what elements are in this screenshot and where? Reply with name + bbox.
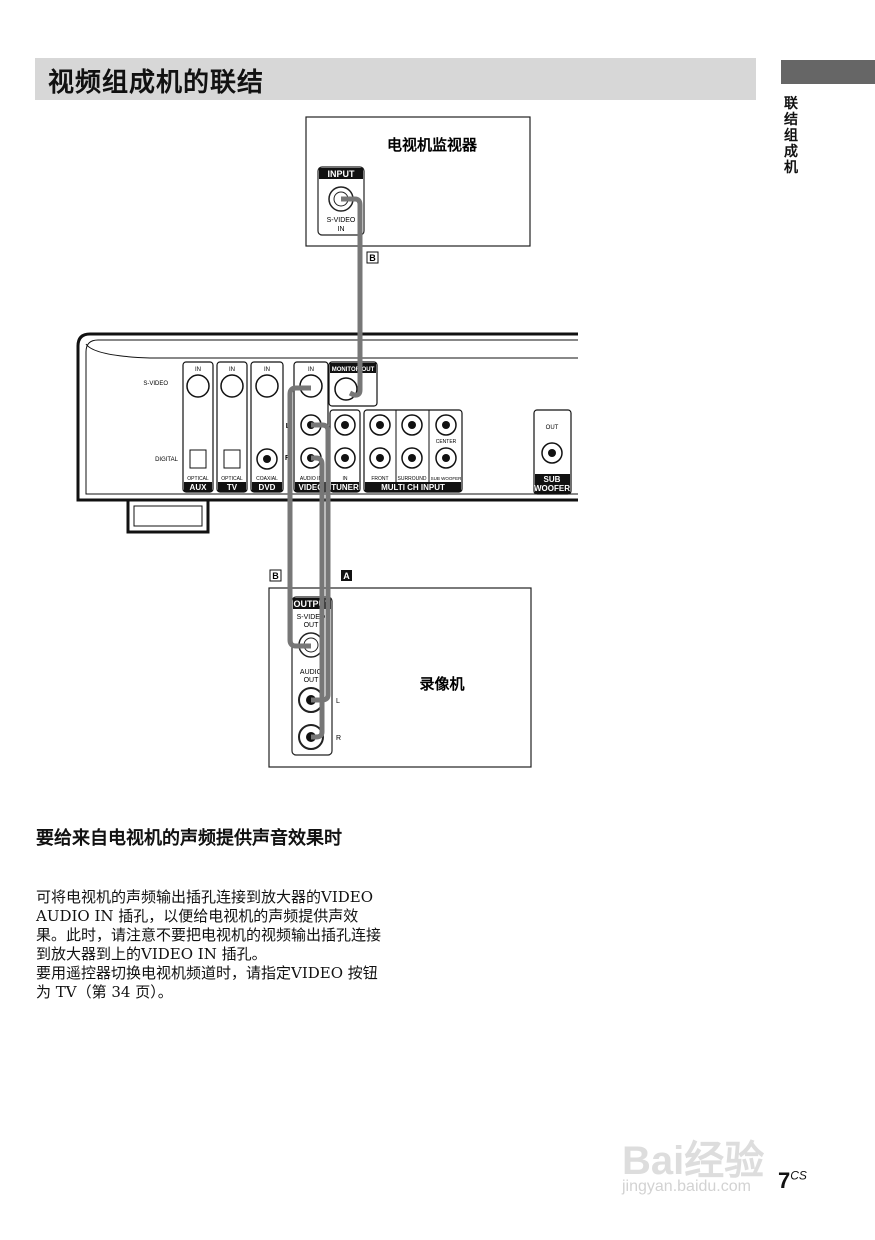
amplifier-inner-line xyxy=(85,339,578,495)
cable-a-box xyxy=(341,570,352,581)
aux-svideo-jack xyxy=(186,374,210,398)
amplifier-foot xyxy=(126,498,210,534)
cable-a: A xyxy=(343,571,350,581)
dvd-badge: DVD xyxy=(259,483,276,492)
front-label: FRONT xyxy=(371,476,388,482)
video-audio-in-label: AUDIO IN xyxy=(300,476,323,482)
sub-woofer-panel: OUT SUB WOOFER xyxy=(533,409,572,495)
cable-a-right xyxy=(311,455,325,740)
body-paragraph-1: 可将电视机的声频输出插孔连接到放大器的VIDEO AUDIO IN 插孔，以便给… xyxy=(36,888,382,963)
tuner-panel: IN TUNER xyxy=(329,409,361,493)
cable-b-bottom: B xyxy=(272,571,279,581)
cable-b-tv-monitor xyxy=(341,196,363,398)
multi-ch-badge: MULTI CH INPUT xyxy=(381,483,445,492)
amplifier-top-curve xyxy=(85,343,578,359)
page-number: 7CS xyxy=(778,1168,807,1194)
section-title: 视频组成机的联结 xyxy=(48,68,265,98)
amp-digital-label: DIGITAL xyxy=(155,457,179,463)
vcr-title: 录像机 xyxy=(419,675,464,693)
vcr-audio-label: AUDIO xyxy=(300,669,323,676)
sub-out-label: OUT xyxy=(546,425,559,431)
cable-b-top: B xyxy=(369,253,376,263)
vcr-output-badge: OUTPUT xyxy=(294,599,332,609)
vcr-l-label: L xyxy=(336,698,340,705)
cable-b-top-box xyxy=(366,251,379,264)
vcr-r-label: R xyxy=(336,735,341,742)
aux-optical-jack xyxy=(189,449,207,469)
tuner-badge: TUNER xyxy=(331,483,359,492)
tv-panel: IN OPTICAL TV xyxy=(216,361,248,493)
cable-b-bottom-box xyxy=(269,569,282,582)
video-in-label: IN xyxy=(308,367,314,373)
tv-in-label: IN xyxy=(338,226,345,233)
amplifier-foot-inner xyxy=(133,505,203,527)
side-tab xyxy=(781,60,875,84)
aux-optical-label: OPTICAL xyxy=(187,476,209,482)
aux-badge: AUX xyxy=(190,483,208,492)
cable-b-vcr-video xyxy=(287,385,311,649)
body-paragraph-2: 要用遥控器切换电视机频道时，请指定VIDEO 按钮为 TV（第 34 页）。 xyxy=(36,964,378,1001)
connection-diagram: 电视机监视器 INPUT S-VIDEO IN B S-VIDEO DIGITA… xyxy=(76,116,578,768)
video-badge: VIDEO xyxy=(299,483,324,492)
monitor-out-panel: MONITOR OUT xyxy=(328,361,378,407)
multi-subwoofer-label: SUB WOOFER xyxy=(431,476,463,481)
dvd-in-label: IN xyxy=(264,367,270,373)
tv-amp-svideo-jack xyxy=(220,374,244,398)
amp-svideo-label: S-VIDEO xyxy=(143,381,168,387)
aux-panel: IN OPTICAL AUX xyxy=(182,361,214,493)
dvd-panel: IN COAXIAL DVD xyxy=(250,361,284,493)
subheading: 要给来自电视机的声频提供声音效果时 xyxy=(36,828,342,849)
watermark-logo: Bai经验 xyxy=(622,1139,765,1183)
tv-svideo-label: S-VIDEO xyxy=(327,217,356,224)
sub-badge-1: SUB xyxy=(544,475,561,484)
aux-in-label: IN xyxy=(195,367,201,373)
page-suffix: CS xyxy=(790,1168,807,1183)
vcr-svideo-label: S-VIDEO xyxy=(297,614,326,621)
surround-label: SURROUND xyxy=(398,476,427,482)
tv-input-badge: INPUT xyxy=(328,169,356,179)
tv-title: 电视机监视器 xyxy=(387,136,478,154)
sub-badge-2: WOOFER xyxy=(534,484,570,493)
tuner-in-label: IN xyxy=(343,476,348,482)
video-r-label: R xyxy=(285,455,290,462)
tv-optical-label: OPTICAL xyxy=(221,476,243,482)
tv-optical-jack xyxy=(223,449,241,469)
dvd-svideo-jack xyxy=(255,374,279,398)
vcr-audio-out-label: OUT xyxy=(304,677,320,684)
multi-ch-panel: CENTER FRONT SURROUND SUB WOOFER MULTI C… xyxy=(363,409,463,493)
monitor-out-label: MONITOR OUT xyxy=(332,367,375,373)
dvd-coaxial-label: COAXIAL xyxy=(256,476,278,482)
side-tab-label: 联结组成机 xyxy=(784,96,798,176)
vcr-svideo-out-label: OUT xyxy=(304,622,320,629)
tv-in-small-label: IN xyxy=(229,367,235,373)
section-title-bar: 视频组成机的联结 xyxy=(35,58,756,100)
page-number-digit: 7 xyxy=(778,1168,791,1193)
body-text: 可将电视机的声频输出插孔连接到放大器的VIDEO AUDIO IN 插孔，以便给… xyxy=(36,888,381,1002)
tv-badge: TV xyxy=(227,483,238,492)
watermark-url: jingyan.baidu.com xyxy=(622,1178,751,1195)
tv-input-badge-bg xyxy=(319,168,363,179)
center-label: CENTER xyxy=(436,439,457,445)
